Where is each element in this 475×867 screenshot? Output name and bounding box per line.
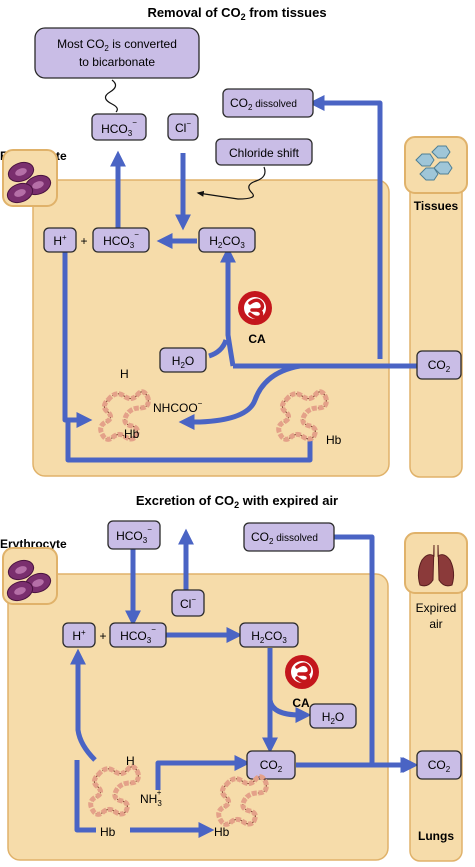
co2-box-top: CO2	[416, 350, 462, 380]
hb-h-label-bottom: H	[126, 754, 135, 768]
svg-text:H+: H+	[53, 233, 67, 248]
tissue-cells-icon	[404, 136, 468, 194]
hco3-box-top: HCO3−	[92, 227, 150, 253]
expired-air-line-2: air	[429, 617, 442, 631]
hco3-box-bottom: HCO3−	[109, 622, 167, 648]
h2o-box-bottom: H2O	[309, 703, 357, 729]
hb-label-top-left: Hb	[124, 427, 140, 441]
h2co3-box-bottom: H2CO3	[239, 622, 299, 648]
hb-h-label-top: H	[120, 367, 129, 381]
chloride-shift-pointer	[196, 166, 266, 200]
note-line-1: Most CO2 is converted	[57, 37, 177, 53]
carbonic-anhydrase-icon	[283, 653, 321, 691]
arrow-hb-loop	[65, 420, 313, 463]
svg-text:Cl−: Cl−	[180, 595, 196, 611]
svg-text:HCO3−: HCO3−	[101, 118, 137, 138]
arrow-h-to-hb	[62, 250, 93, 429]
nhcoo-label: NHCOO−	[153, 399, 203, 415]
co2-dissolved-box-bottom: CO2 dissolved	[243, 522, 335, 552]
svg-text:H2CO3: H2CO3	[209, 234, 245, 250]
svg-text:H2O: H2O	[322, 710, 344, 726]
hb-label-bottom-right: Hb	[214, 825, 230, 839]
h-plus-box-bottom: H+	[62, 622, 96, 648]
hco3-in-box-bottom: HCO3−	[107, 520, 161, 550]
arrow-carbamate-to-co2	[155, 754, 251, 790]
note-line-2: to bicarbonate	[79, 55, 155, 69]
co2-box-lungs: CO2	[416, 750, 462, 780]
ca-label-top: CA	[248, 332, 266, 346]
top-title: Removal of CO2 from tissues	[147, 5, 326, 22]
svg-text:H2CO3: H2CO3	[251, 629, 287, 645]
cl-in-box: Cl−	[167, 113, 199, 141]
plus-sign-top: +	[80, 234, 87, 248]
svg-text:CO2: CO2	[260, 758, 283, 774]
svg-text:Chloride shift: Chloride shift	[229, 146, 300, 160]
ca-label-bottom: CA	[292, 696, 310, 710]
tissues-label: Tissues	[414, 199, 459, 213]
cl-out-box: Cl−	[171, 589, 205, 617]
svg-text:H2O: H2O	[172, 354, 194, 370]
chloride-shift-box: Chloride shift	[215, 138, 313, 166]
hco3-out-box: HCO3−	[91, 113, 147, 141]
svg-text:CO2 dissolved: CO2 dissolved	[251, 530, 318, 546]
co2-box-bottom: CO2	[246, 750, 296, 780]
svg-text:CO2: CO2	[428, 358, 451, 374]
svg-text:CO2 dissolved: CO2 dissolved	[230, 96, 297, 112]
arrow-co2-to-carbamino	[178, 363, 301, 431]
plus-sign-bottom: +	[99, 629, 106, 643]
arrow-hb-down	[74, 760, 96, 833]
expired-air-line-1: Expired	[416, 601, 457, 615]
hb-label-bottom-left: Hb	[100, 825, 116, 839]
svg-text:HCO3−: HCO3−	[103, 230, 139, 250]
lungs-label: Lungs	[418, 829, 454, 843]
hb-label-top-right: Hb	[326, 433, 342, 447]
bottom-title: Excretion of CO2 with expired air	[136, 493, 338, 510]
lungs-icon	[404, 532, 468, 594]
svg-text:HCO3−: HCO3−	[116, 525, 152, 545]
co2-dissolved-box-top: CO2 dissolved	[222, 88, 314, 118]
svg-text:Cl−: Cl−	[175, 119, 191, 135]
arrow-h2o-join	[208, 339, 229, 359]
arrow-co2-to-dissolved	[308, 94, 383, 359]
arrow-h2co3-to-h2o	[267, 699, 312, 724]
h2o-box-top: H2O	[159, 347, 207, 373]
h-plus-box-top: H+	[43, 227, 77, 253]
note-bubble	[34, 27, 200, 79]
h2co3-box-top: H2CO3	[198, 227, 256, 253]
erythrocyte-panel-top	[32, 179, 390, 477]
svg-text:HCO3−: HCO3−	[120, 625, 156, 645]
arrow-co2-to-h2co3	[219, 246, 237, 367]
note-pointer	[104, 79, 118, 113]
arrow-hb-to-h	[69, 648, 97, 762]
carbonic-anhydrase-icon	[236, 289, 274, 327]
svg-text:CO2: CO2	[428, 758, 451, 774]
nh3-label: NH3+	[140, 788, 162, 808]
svg-text:H+: H+	[72, 628, 86, 643]
